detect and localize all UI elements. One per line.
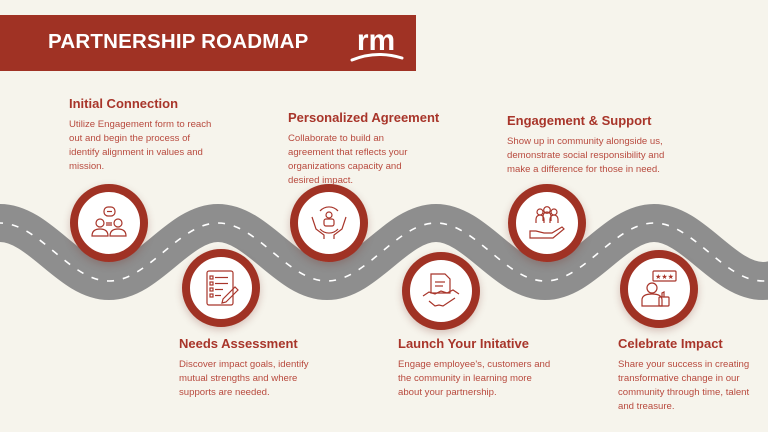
step-launch-initiative: Launch Your Initative Engage employee's,… <box>398 336 568 400</box>
step-description: Share your success in creating transform… <box>618 359 750 412</box>
step-1-badge <box>70 184 148 262</box>
step-description: Collaborate to build an agreement that r… <box>288 133 408 186</box>
conversation-icon <box>91 206 127 237</box>
hands-person-icon <box>311 206 347 239</box>
step-celebrate-impact: Celebrate Impact Share your success in c… <box>618 336 768 414</box>
step-title: Personalized Agreement <box>288 110 440 125</box>
svg-text:rm: rm <box>357 24 395 57</box>
step-title: Launch Your Initative <box>398 336 529 351</box>
checklist-icon <box>206 270 239 306</box>
road-surface <box>0 203 768 301</box>
header-banner: PARTNERSHIP ROADMAP rm <box>0 15 416 71</box>
rating-icon: ★★★ <box>641 270 677 307</box>
step-description: Show up in community alongside us, demon… <box>507 136 665 175</box>
step-description: Utilize Engagement form to reach out and… <box>69 119 212 172</box>
step-title: Celebrate Impact <box>618 336 723 351</box>
step-4-badge <box>402 252 480 330</box>
step-title: Initial Connection <box>69 96 179 111</box>
step-description: Discover impact goals, identify mutual s… <box>179 359 309 398</box>
step-needs-assessment: Needs Assessment Discover impact goals, … <box>179 336 349 400</box>
step-title: Needs Assessment <box>179 336 298 351</box>
step-6-badge: ★★★ <box>620 250 698 328</box>
hand-group-icon <box>529 206 565 239</box>
rm-logo-icon: rm <box>350 24 404 62</box>
step-title: Engagement & Support <box>507 113 652 128</box>
step-5-badge <box>508 184 586 262</box>
step-engagement-support: Engagement & Support Show up in communit… <box>507 113 677 177</box>
svg-text:★★★: ★★★ <box>655 273 674 281</box>
step-personalized-agreement: Personalized Agreement Collaborate to bu… <box>288 110 458 188</box>
step-2-badge <box>182 249 260 327</box>
handshake-icon <box>422 273 460 307</box>
step-3-badge <box>290 184 368 262</box>
step-initial-connection: Initial Connection Utilize Engagement fo… <box>69 96 239 174</box>
step-description: Engage employee's, customers and the com… <box>398 359 551 398</box>
page-title: PARTNERSHIP ROADMAP <box>48 30 309 53</box>
